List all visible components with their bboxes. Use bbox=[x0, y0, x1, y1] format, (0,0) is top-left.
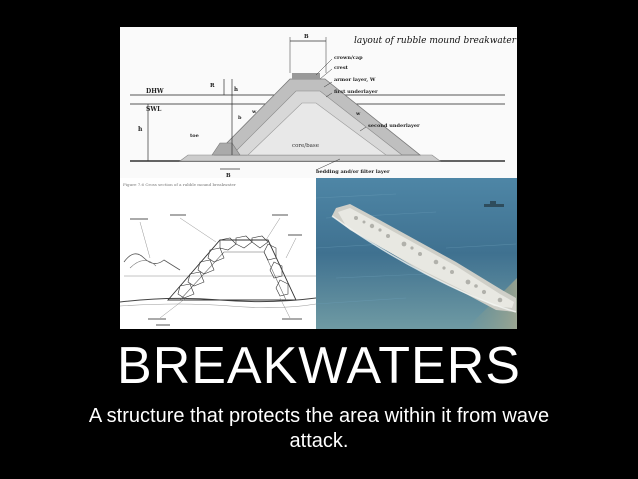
cross-section-sketch: Figure 7.6 Cross section of a rubble mou… bbox=[120, 178, 317, 329]
label-swl: SWL bbox=[146, 106, 162, 113]
diagram-heading: layout of rubble mound breakwater bbox=[354, 36, 517, 46]
label-armor: armor layer, W bbox=[334, 77, 376, 83]
slide-subtitle: A structure that protects the area withi… bbox=[88, 405, 550, 452]
sketch-caption: Figure 7.6 Cross section of a rubble mou… bbox=[123, 182, 236, 187]
label-r: R bbox=[210, 83, 215, 89]
label-bt: B bbox=[226, 173, 231, 178]
breakwater-photo bbox=[316, 178, 517, 329]
slide-title: BREAKWATERS bbox=[117, 337, 521, 395]
breakwater-figure: layout of rubble mound breakwater B crow… bbox=[120, 27, 517, 329]
label-first-underlayer: first underlayer bbox=[334, 89, 378, 95]
label-w2: w bbox=[355, 111, 361, 117]
label-w1: w bbox=[251, 109, 257, 115]
label-h: h bbox=[138, 126, 143, 133]
label-toe: toe bbox=[190, 133, 199, 139]
label-b: B bbox=[304, 34, 309, 40]
label-crown: crown/cap bbox=[334, 55, 363, 61]
label-dhw: DHW bbox=[146, 88, 164, 95]
label-b1: b bbox=[238, 115, 242, 121]
label-second-underlayer: second underlayer bbox=[368, 123, 420, 129]
label-crest: crest bbox=[334, 65, 349, 71]
label-h1: h bbox=[234, 87, 238, 93]
label-bedding: bedding and/or filter layer bbox=[316, 169, 390, 175]
label-core: core/base bbox=[292, 143, 319, 149]
rubble-mound-diagram: layout of rubble mound breakwater B crow… bbox=[120, 27, 517, 179]
